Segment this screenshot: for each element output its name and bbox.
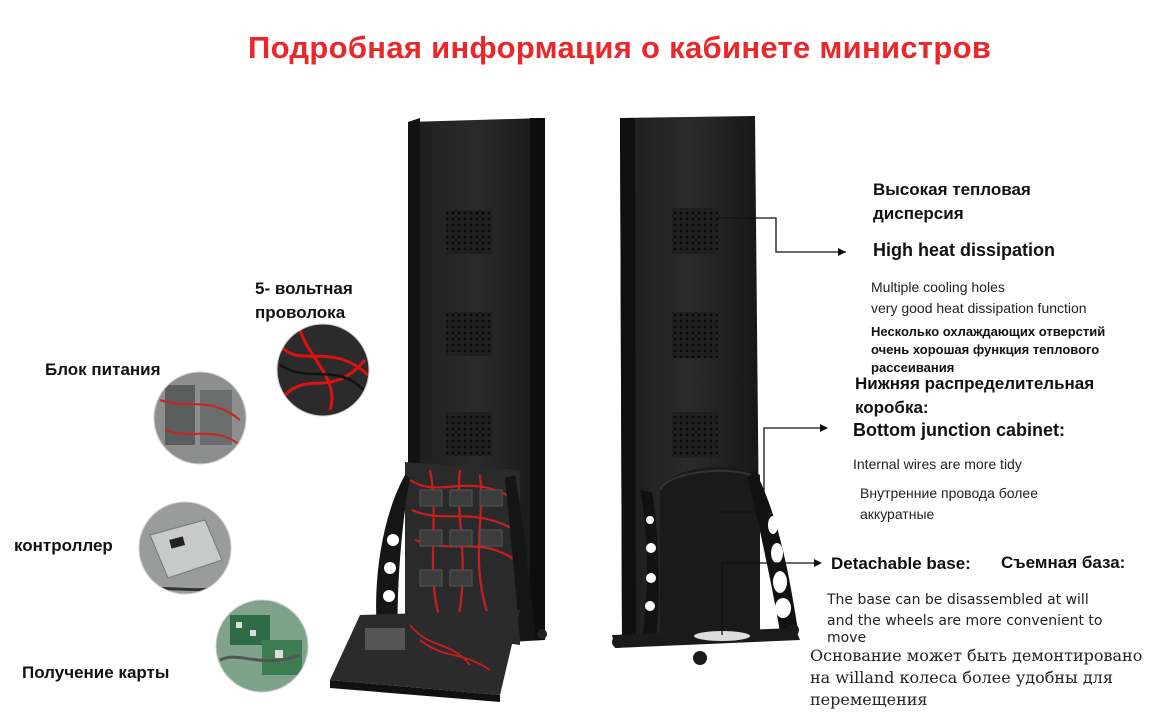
heat-en-title: High heat dissipation	[873, 240, 1056, 260]
page-title: Подробная информация о кабинете министро…	[248, 30, 992, 65]
callout-arrows	[718, 217, 846, 635]
base-en-desc-3: move	[827, 630, 867, 646]
label-controller: контроллер	[14, 536, 113, 555]
wire-5v-photo	[277, 324, 369, 416]
label-power-block: Блок питания	[45, 360, 161, 379]
right-cabinet	[612, 116, 800, 665]
left-cabinet	[330, 118, 547, 702]
heat-en-desc-1: Multiple cooling holes	[871, 279, 1005, 295]
junction-ru-title: Нижняя распределительная коробка:	[855, 374, 1095, 417]
base-en-title: Detachable base:	[831, 554, 971, 573]
base-ru-desc: Основание может быть демонтировано на wi…	[810, 646, 1143, 709]
base-en-desc-2: and the wheels are more convenient to	[827, 613, 1103, 629]
heat-ru-desc: Несколько охлаждающих отверстий очень хо…	[871, 324, 1106, 375]
base-en-desc-1: The base can be disassembled at will	[827, 592, 1089, 608]
heat-en-desc-2: very good heat dissipation function	[871, 300, 1087, 316]
power-block-photo	[154, 372, 246, 464]
junction-ru-desc: Внутренние провода более аккуратные	[860, 485, 1039, 522]
junction-en-title: Bottom junction cabinet:	[853, 420, 1065, 440]
junction-en-desc: Internal wires are more tidy	[853, 456, 1022, 472]
heat-ru-title: Высокая тепловая дисперсия	[873, 180, 1031, 223]
label-card: Получение карты	[22, 663, 170, 682]
base-ru-title: Съемная база:	[1001, 553, 1126, 572]
card-photo	[216, 600, 308, 692]
label-wire-5v: 5- вольтная проволока	[255, 279, 353, 322]
